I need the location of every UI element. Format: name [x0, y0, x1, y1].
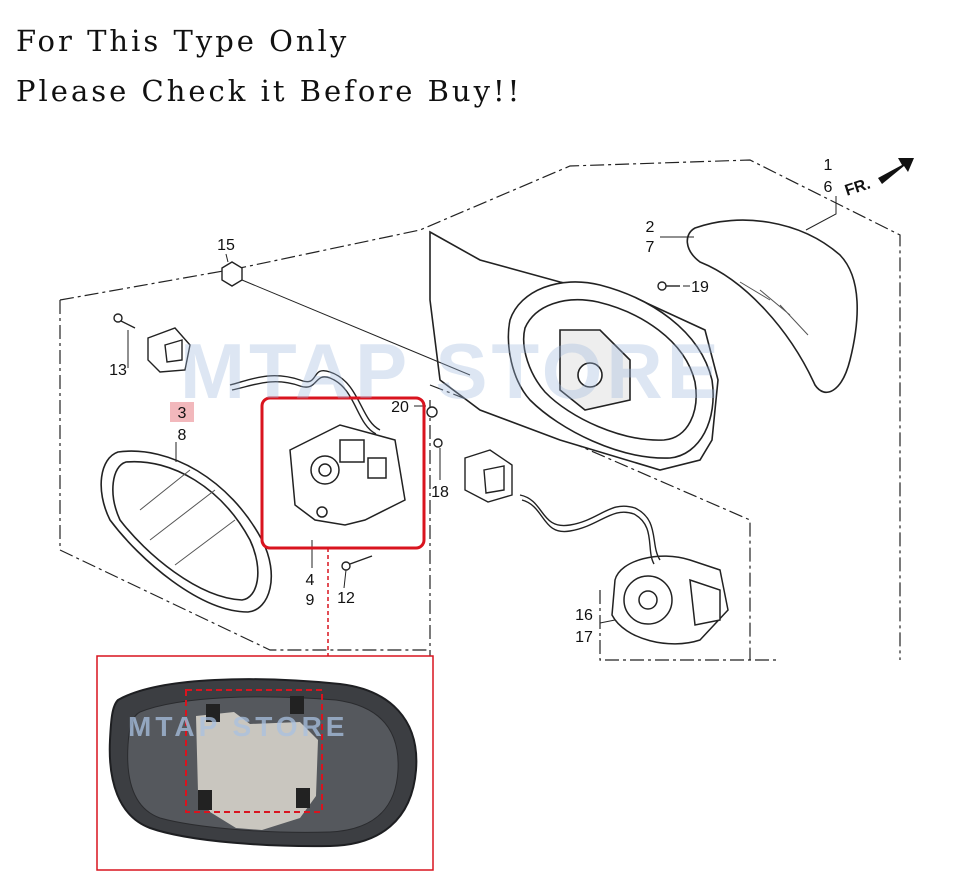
connector-13: [113, 313, 191, 373]
motor-wiring: [519, 494, 661, 565]
callout-17: 17: [575, 629, 593, 646]
front-direction-indicator: FR.: [843, 158, 914, 200]
callout-6: 6: [824, 179, 833, 196]
clip-bottom-left: [198, 790, 212, 810]
front-direction-arrow-icon: [878, 158, 914, 184]
adhesive-pad: [196, 712, 318, 830]
callout-1: 1: [824, 157, 833, 174]
mirror-actuator: [289, 424, 406, 526]
callout-16: 16: [575, 607, 593, 624]
callout-12: 12: [337, 590, 355, 607]
callout-18: 18: [431, 484, 449, 501]
hardware-fasteners: [221, 261, 680, 571]
callout-19: 19: [691, 279, 709, 296]
connector-18: [433, 438, 513, 503]
clip-bottom-right: [296, 788, 310, 808]
callout-numbers: 1 6 2 7 15 19 13 3 8 20 18 4 9 12 16 17: [109, 157, 832, 646]
mirror-cover: [686, 219, 858, 394]
callout-4: 4: [306, 572, 315, 589]
power-fold-motor: [611, 555, 729, 645]
store-watermark: MTAP STORE: [180, 327, 723, 415]
callout-15: 15: [217, 237, 235, 254]
mirror-glass: [100, 450, 272, 613]
inset-watermark: MTAP STORE: [128, 711, 348, 742]
headline-check-before-buy: Please Check it Before Buy!!: [16, 74, 523, 108]
headline-type-only: For This Type Only: [16, 24, 350, 58]
callout-7: 7: [646, 239, 655, 256]
callout-13: 13: [109, 362, 127, 379]
callout-20: 20: [391, 399, 409, 416]
inset-product-photo: MTAP STORE: [96, 655, 434, 871]
mirror-housing: [429, 230, 719, 471]
callout-8: 8: [178, 427, 187, 444]
clip-top-left: [206, 704, 220, 722]
clip-top-right: [290, 696, 304, 714]
callout-2: 2: [646, 219, 655, 236]
callout-3: 3: [178, 405, 187, 422]
mount-area-outline: [185, 689, 323, 813]
front-direction-label: FR.: [843, 176, 873, 200]
actuator-highlight-frame: [260, 396, 426, 550]
callout-leaders: [127, 196, 837, 624]
callout-9: 9: [306, 592, 315, 609]
callout-3-tag: [170, 402, 194, 422]
actuator-wiring: [229, 369, 381, 435]
